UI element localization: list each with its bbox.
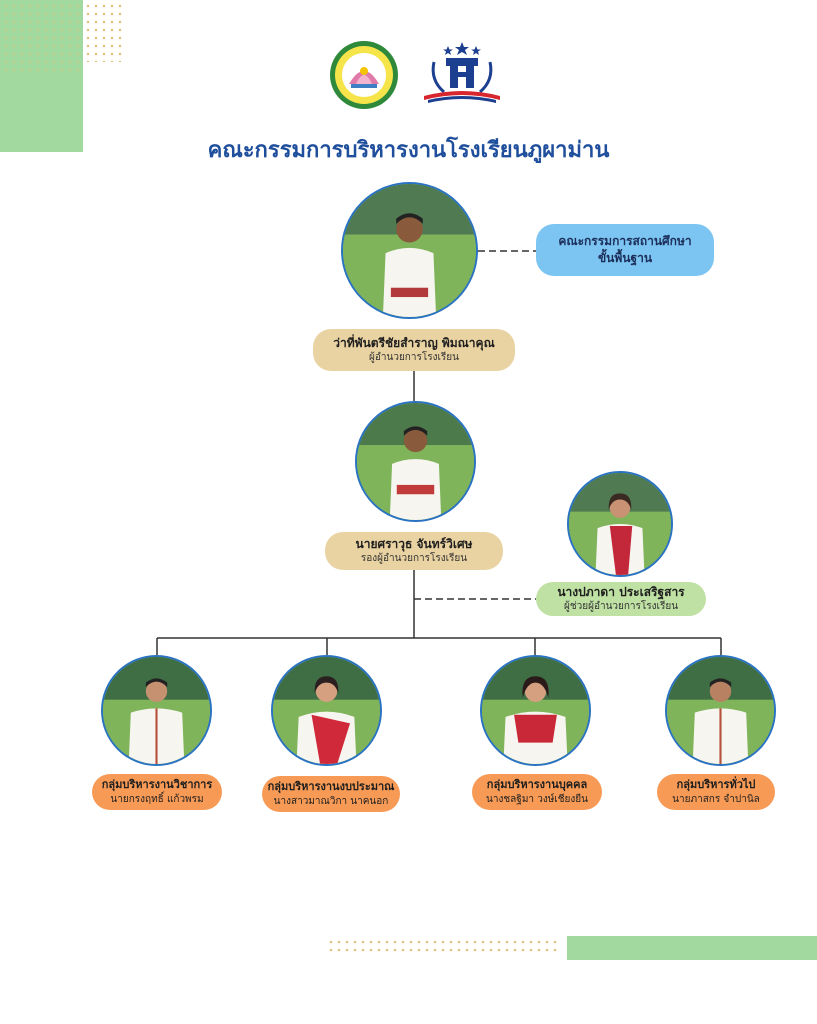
group1-group: กลุ่มบริหารงานวิชาการ	[101, 777, 213, 791]
deputy-role: รองผู้อำนวยการโรงเรียน	[360, 553, 468, 565]
deputy-photo	[355, 401, 476, 522]
group1-box: กลุ่มบริหารงานวิชาการ นายกรงฤทธิ์ แก้วพร…	[92, 774, 222, 810]
director-name: ว่าที่พันตรีชัยสำราญ พิมณาคุณ	[333, 336, 495, 351]
group4-box: กลุ่มบริหารทั่วไป นายภาสกร จำปานิล	[657, 774, 775, 810]
deco-dots-bottom	[327, 938, 559, 954]
group2-person: นางสาวมาณวิกา นาคนอก	[273, 795, 389, 807]
group4-photo	[665, 655, 776, 766]
assistant-box: นางปภาดา ประเสริฐสาร ผู้ช่วยผู้อำนวยการโ…	[536, 582, 706, 616]
deco-green-bar-bottom	[567, 936, 817, 960]
deco-dots-top	[84, 2, 122, 62]
group1-person: นายกรงฤทธิ์ แก้วพรม	[110, 793, 204, 805]
deputy-box: นายศราวุธ จันทร์วิเศษ รองผู้อำนวยการโรงเ…	[325, 532, 503, 570]
assistant-photo	[567, 471, 673, 577]
deputy-name: นายศราวุธ จันทร์วิเศษ	[355, 537, 473, 552]
assistant-role: ผู้ช่วยผู้อำนวยการโรงเรียน	[563, 601, 679, 613]
group1-photo	[101, 655, 212, 766]
board-line1: คณะกรรมการสถานศึกษา	[558, 234, 692, 249]
group4-person: นายภาสกร จำปานิล	[672, 793, 760, 805]
director-box: ว่าที่พันตรีชัยสำราญ พิมณาคุณ ผู้อำนวยกา…	[313, 329, 515, 371]
group3-photo	[480, 655, 591, 766]
group2-group: กลุ่มบริหารงานงบประมาณ	[267, 779, 395, 793]
board-committee-box: คณะกรรมการสถานศึกษา ขั้นพื้นฐาน	[536, 224, 714, 276]
school-logo	[329, 40, 399, 110]
deco-dots-top-left	[2, 2, 82, 74]
page-title: คณะกรรมการบริหารงานโรงเรียนภูผาม่าน	[207, 138, 610, 163]
director-photo	[341, 182, 478, 319]
obec-logo	[420, 40, 504, 106]
group2-box: กลุ่มบริหารงานงบประมาณ นางสาวมาณวิกา นาค…	[262, 776, 400, 812]
group3-group: กลุ่มบริหารงานบุคคล	[486, 777, 588, 791]
group2-photo	[271, 655, 382, 766]
group4-group: กลุ่มบริหารทั่วไป	[676, 777, 756, 791]
assistant-name: นางปภาดา ประเสริฐสาร	[557, 585, 685, 600]
group3-box: กลุ่มบริหารงานบุคคล นางชลฐิมา วงษ์เชียงย…	[472, 774, 602, 810]
director-role: ผู้อำนวยการโรงเรียน	[369, 352, 459, 364]
board-line2: ขั้นพื้นฐาน	[597, 251, 653, 265]
group3-person: นางชลฐิมา วงษ์เชียงยืน	[486, 793, 588, 805]
